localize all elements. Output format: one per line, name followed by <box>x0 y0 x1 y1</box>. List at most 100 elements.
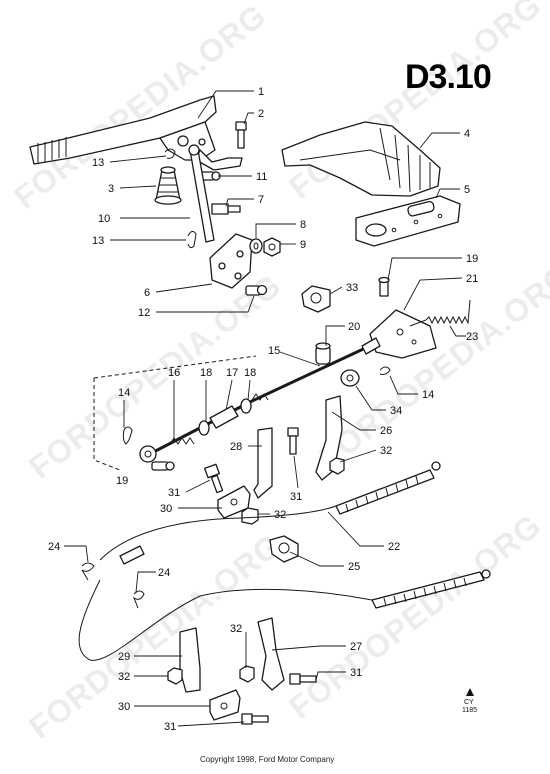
watermark-6: FORDOPEDIA.ORG <box>282 507 548 726</box>
clip-24-second <box>132 590 145 609</box>
pin-12 <box>245 284 268 296</box>
nut-9 <box>263 237 281 257</box>
callout-numbers: 1 2 13 3 10 13 11 7 8 9 6 12 4 5 19 21 2… <box>48 86 478 733</box>
spring-23 <box>409 299 471 327</box>
callout-19-lower: 19 <box>116 475 128 487</box>
reference-code: CY <box>464 699 474 706</box>
callout-17: 17 <box>226 367 238 379</box>
callout-23: 23 <box>466 331 478 343</box>
callout-11: 11 <box>256 171 267 183</box>
callout-34: 34 <box>390 405 402 417</box>
callout-18-right: 18 <box>244 367 256 379</box>
diagram-code: D3.10 <box>405 58 491 96</box>
callout-31-mid: 31 <box>290 491 302 503</box>
callout-30-lower: 30 <box>118 701 130 713</box>
callout-8: 8 <box>300 219 306 231</box>
callout-24-second: 24 <box>158 567 170 579</box>
callout-20: 20 <box>348 321 360 333</box>
copyright-notice: Copyright 1998, Ford Motor Company <box>200 755 334 764</box>
callout-26: 26 <box>380 425 392 437</box>
callout-5: 5 <box>464 184 470 196</box>
clamp-plate-30-lower <box>209 689 241 721</box>
nut-32-lower-left <box>167 667 183 685</box>
callout-10: 10 <box>98 213 110 225</box>
subassembly-frame <box>93 355 257 471</box>
callout-31-right: 31 <box>350 667 362 679</box>
callout-19-top: 19 <box>466 253 478 265</box>
nut-32-lower-right <box>239 665 255 683</box>
washer-18b <box>240 398 252 414</box>
sleeve-20 <box>315 342 331 365</box>
clip-33 <box>301 285 331 313</box>
callout-16: 16 <box>168 367 180 379</box>
callout-3: 3 <box>108 183 114 195</box>
callout-6: 6 <box>144 287 150 299</box>
bracket-6 <box>209 233 253 289</box>
callout-33: 33 <box>346 282 358 294</box>
clip-25 <box>269 535 299 563</box>
cable-22 <box>99 461 441 565</box>
clip-13-top <box>164 148 176 159</box>
callout-2: 2 <box>258 108 264 120</box>
clip-24-left <box>81 562 95 581</box>
rod-15 <box>249 337 381 404</box>
callout-21: 21 <box>466 273 478 285</box>
callout-14-left: 14 <box>118 387 130 399</box>
watermark-layer: FORDOPEDIA.ORG FORDOPEDIA.ORG FORDOPEDIA… <box>7 0 550 746</box>
reference-symbol-icon <box>466 688 474 696</box>
callout-4: 4 <box>464 128 470 140</box>
rod-10 <box>188 144 215 243</box>
rubber-boot-3 <box>154 166 182 205</box>
nut-32-mid <box>329 457 345 475</box>
bracket-28 <box>253 427 273 499</box>
callout-32-lower-right: 32 <box>230 623 242 635</box>
watermark-1: FORDOPEDIA.ORG <box>7 0 273 216</box>
equaliser-plate <box>369 309 437 359</box>
clip-14-right <box>379 366 391 375</box>
callout-7: 7 <box>258 194 264 206</box>
bolt-31-lower <box>241 713 269 725</box>
callout-25: 25 <box>348 561 360 573</box>
trim-plate-5 <box>355 195 461 247</box>
callout-32-mid: 32 <box>380 445 392 457</box>
callout-27: 27 <box>350 641 362 653</box>
callout-29: 29 <box>118 651 130 663</box>
washer-8 <box>249 238 263 254</box>
callout-31-lower: 31 <box>164 721 176 733</box>
bolt-7 <box>211 203 241 215</box>
clip-13-lower <box>187 230 197 249</box>
clip-14-left <box>122 426 133 445</box>
bolt-31-right <box>289 673 317 685</box>
callout-1: 1 <box>258 86 264 98</box>
callout-15: 15 <box>268 345 280 357</box>
watermark-5: FORDOPEDIA.ORG <box>22 527 288 746</box>
bracket-27 <box>257 617 285 691</box>
leader-lines <box>64 90 466 727</box>
callout-32-centre: 32 <box>274 509 286 521</box>
washer-18a <box>198 420 210 436</box>
gaiter-4 <box>281 121 441 197</box>
callout-12: 12 <box>138 307 150 319</box>
bracket-29 <box>179 627 201 693</box>
callout-9: 9 <box>300 239 306 251</box>
nut-32-centre <box>241 507 259 525</box>
callout-28: 28 <box>230 441 242 453</box>
reference-mark: CY 1185 <box>462 688 477 714</box>
pin-19-lower <box>151 461 175 471</box>
bolt-31-mid <box>287 427 299 455</box>
callout-22: 22 <box>388 541 400 553</box>
cable-lower <box>78 569 491 661</box>
callout-31-upper: 31 <box>168 487 180 499</box>
bolt-31-upper <box>204 463 224 494</box>
callout-30-upper: 30 <box>160 503 172 515</box>
callout-14-right: 14 <box>422 389 434 401</box>
callout-32-lower-left: 32 <box>118 671 130 683</box>
callout-24-left: 24 <box>48 541 60 553</box>
reference-number: 1185 <box>462 707 477 714</box>
pin-19-top <box>378 276 390 297</box>
bush-34 <box>340 369 360 387</box>
callout-13-top: 13 <box>92 157 104 169</box>
callout-18-left: 18 <box>200 367 212 379</box>
callout-13-lower: 13 <box>92 235 104 247</box>
